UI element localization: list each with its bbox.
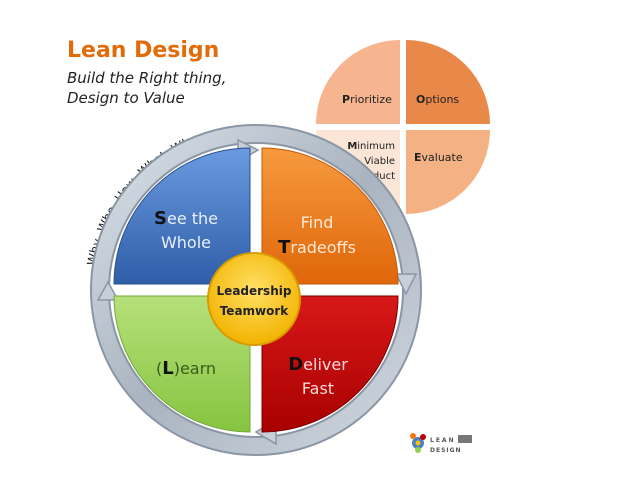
subtitle-line-1: Build the Right thing,: [67, 69, 227, 87]
see-label-line2: Whole: [161, 233, 211, 252]
prioritize-label: Prioritize: [342, 93, 392, 106]
deliver-label-line1: Deliver: [288, 354, 348, 375]
small-quadrant-options: [406, 40, 490, 124]
page-title: Lean Design: [67, 38, 220, 63]
lean-design-logo: LEAN DESIGN: [410, 433, 472, 454]
arrow-left-icon: [96, 280, 120, 301]
find-label-line2: Tradeoffs: [278, 237, 356, 258]
see-label-line1: See the: [154, 208, 218, 229]
center-label-line1: Leadership: [217, 284, 292, 298]
evaluate-label: Evaluate: [414, 151, 463, 164]
quadrant-see-the-whole: [113, 147, 251, 285]
subtitle-line-2: Design to Value: [67, 89, 185, 107]
arrow-right-icon: [394, 273, 418, 296]
center-hub: Leadership Teamwork: [207, 252, 301, 346]
small-quadrant-prioritize: [316, 40, 400, 124]
small-quadrant-evaluate: [406, 130, 490, 214]
logo-text-line2: DESIGN: [430, 447, 462, 454]
deliver-label-line2: Fast: [302, 379, 334, 398]
mvp-label-line1: Minimum: [347, 141, 395, 152]
mvp-label-line2: Viable: [364, 156, 395, 167]
find-label-line1: Find: [301, 213, 334, 232]
quadrant-learn: [113, 295, 251, 433]
center-label-line2: Teamwork: [220, 304, 290, 318]
quadrant-deliver-fast: [261, 295, 399, 433]
quadrants: [113, 147, 399, 433]
logo-text-line1: LEAN: [430, 437, 456, 444]
quadrant-find-tradeoffs: [261, 147, 399, 285]
options-label: Options: [416, 93, 459, 106]
learn-label: (L)earn: [156, 358, 216, 379]
